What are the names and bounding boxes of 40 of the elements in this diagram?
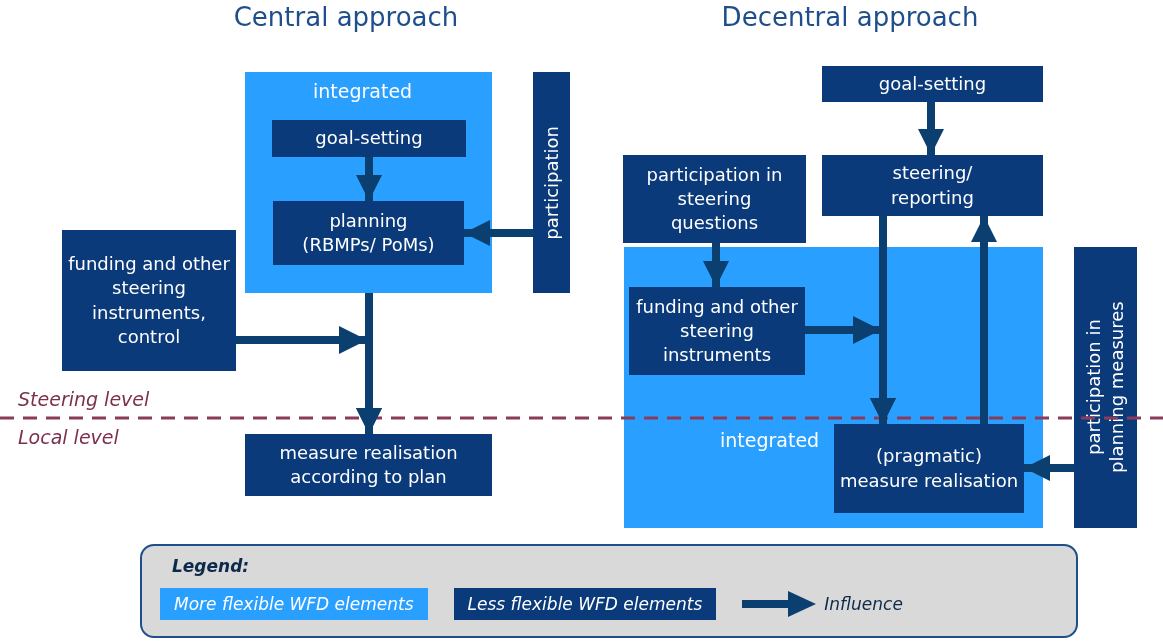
node-label: funding and other steering instruments, control xyxy=(67,251,231,349)
legend-text: Influence xyxy=(824,594,903,614)
process-box xyxy=(629,287,805,375)
level-label: Local level xyxy=(18,426,119,448)
section-title: Decentral approach xyxy=(721,2,979,32)
group-label: integrated xyxy=(313,80,413,102)
legend-swatch: More flexible WFD elements xyxy=(160,588,428,620)
arrow xyxy=(703,243,729,287)
process-box xyxy=(834,424,1024,513)
node-label: participation in planning measures xyxy=(1082,300,1129,476)
process-box xyxy=(1074,247,1137,528)
process-box xyxy=(533,72,570,293)
node-label: steering/ reporting xyxy=(890,161,975,210)
section-title: Central approach xyxy=(233,2,459,32)
arrow xyxy=(1024,455,1074,481)
group-box xyxy=(245,72,492,293)
node-label: funding and other steering instruments xyxy=(635,294,799,368)
node-label: participation in steering questions xyxy=(645,162,784,236)
arrow xyxy=(918,102,944,155)
group-label: integrated xyxy=(720,429,820,451)
arrow xyxy=(971,216,997,424)
node-label: planning (RBMPs/ PoMs) xyxy=(301,208,436,257)
legend-swatch: Less flexible WFD elements xyxy=(453,588,717,620)
node-label: goal-setting xyxy=(877,71,988,96)
node-label: (pragmatic) measure realisation xyxy=(838,444,1020,493)
level-label: Steering level xyxy=(18,388,150,410)
process-box xyxy=(272,120,466,157)
process-box xyxy=(822,66,1043,102)
node-label: goal-setting xyxy=(314,126,424,151)
process-box xyxy=(62,230,236,371)
process-box xyxy=(822,155,1043,216)
arrow xyxy=(356,157,382,201)
process-box xyxy=(273,201,464,265)
node-label: participation xyxy=(539,125,563,240)
process-box xyxy=(245,434,492,496)
node-label: measure realisation according to plan xyxy=(278,440,459,489)
process-box xyxy=(623,155,806,243)
arrow xyxy=(464,220,533,246)
group-box xyxy=(624,247,1043,528)
legend-title: Legend: xyxy=(172,556,250,576)
